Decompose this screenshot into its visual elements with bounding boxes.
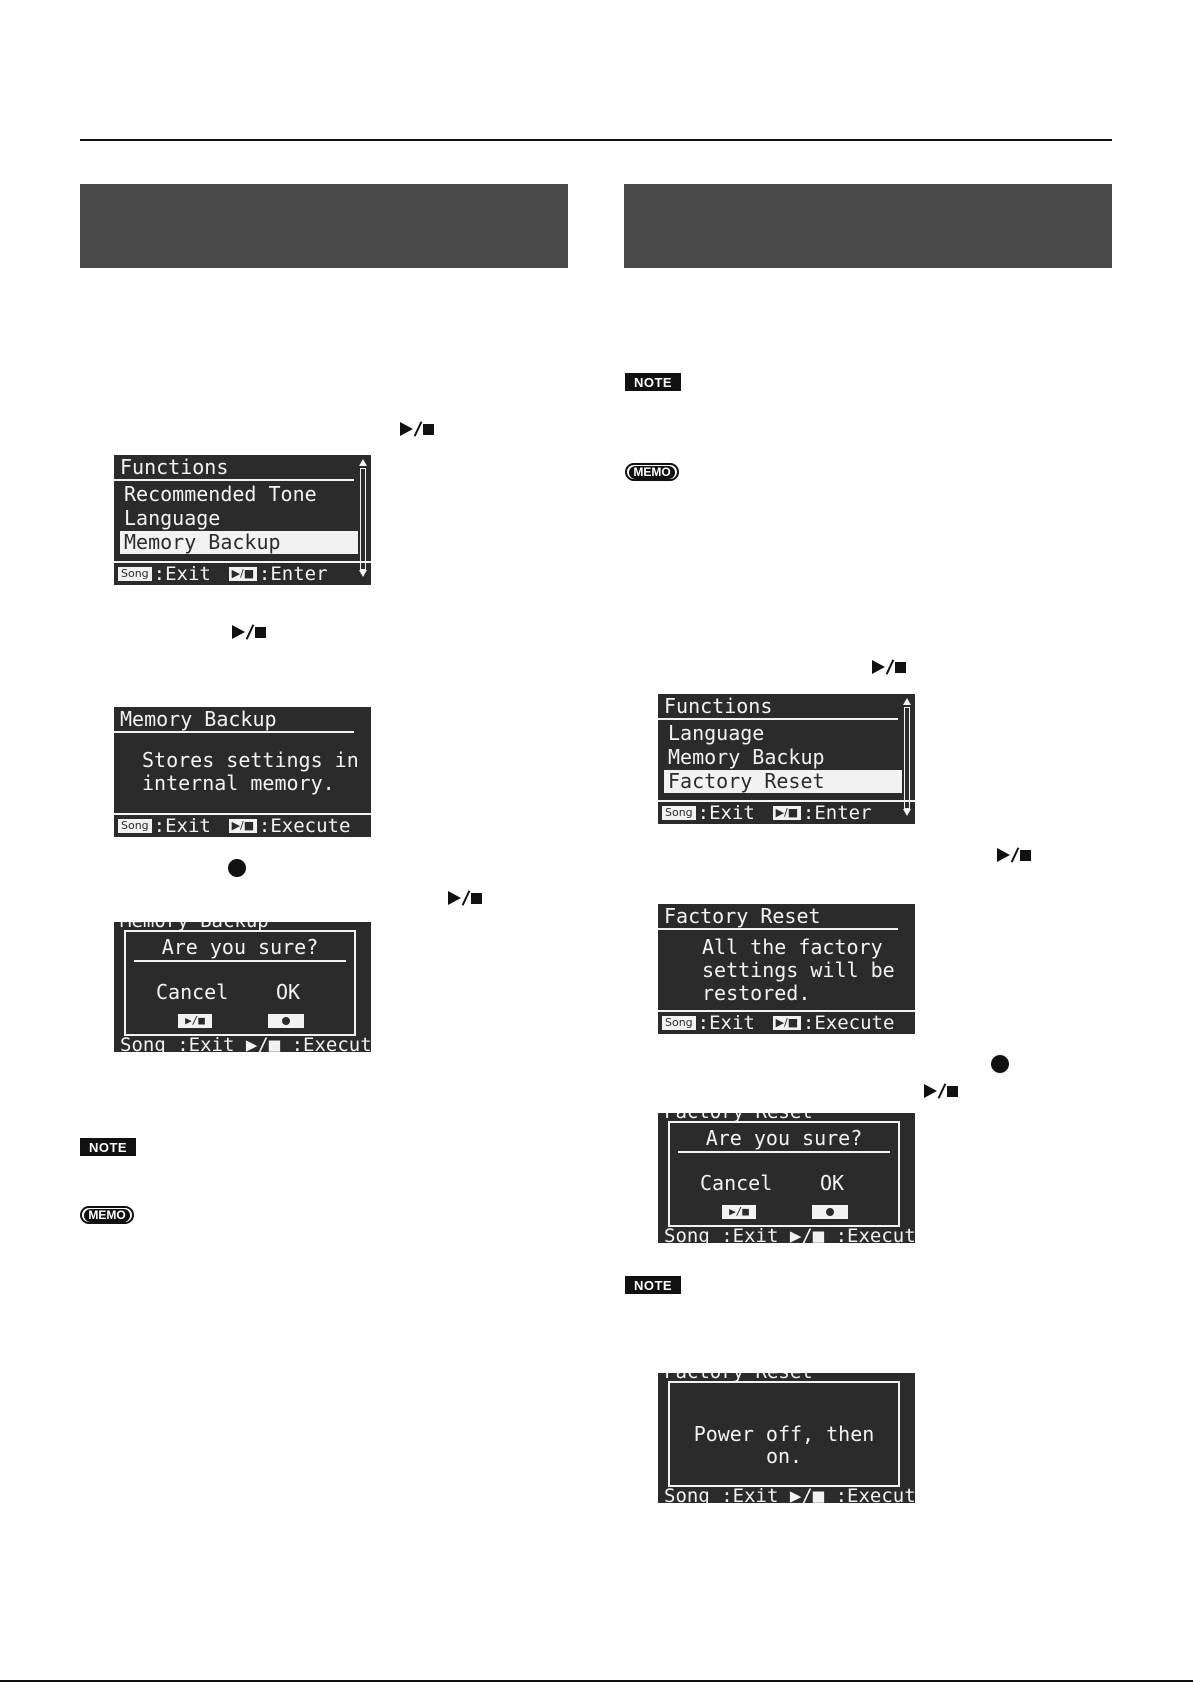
record-dot-icon [228, 859, 246, 877]
lcd-title: Factory Reset [664, 904, 821, 928]
background-footer: Song :Exit ▶/■ :Execute [664, 1485, 915, 1503]
lcd-title-underline [658, 718, 898, 720]
lcd-footer: Song :Exit ▶/■ :Execute [118, 815, 350, 837]
background-title: Memory Backup [120, 922, 269, 932]
background-footer: Song :Exit ▶/■ :Execute [120, 1034, 371, 1052]
lcd-message: Stores settings in internal memory. [142, 748, 359, 795]
confirm-dialog: Are you sure? Cancel OK ▶/■ [668, 1121, 900, 1227]
lcd-title: Functions [120, 455, 229, 479]
dialog-underline [134, 960, 346, 962]
cancel-key-label: ▶/■ [178, 1014, 212, 1028]
background-title: Factory Reset [664, 1113, 813, 1123]
exit-label: :Exit [697, 802, 755, 824]
execute-label: :Execute [258, 815, 351, 837]
menu-item: Language [124, 506, 221, 530]
lcd-footer-line [114, 813, 371, 815]
play-stop-icon [924, 1082, 958, 1100]
ok-key-label [268, 1014, 304, 1028]
lcd-footer: Song :Exit ▶/■ :Enter [662, 802, 872, 824]
ok-option: OK [276, 980, 301, 1004]
scrollbar [359, 459, 367, 577]
cancel-key-label: ▶/■ [722, 1205, 756, 1219]
play-stop-icon [232, 623, 266, 641]
power-off-dialog: Power off, then on. [668, 1381, 900, 1487]
lcd-title-underline [114, 731, 354, 733]
note-badge: NOTE [80, 1138, 136, 1156]
menu-item-selected: Memory Backup [120, 531, 358, 554]
background-title: Factory Reset [664, 1373, 813, 1383]
lcd-title: Memory Backup [120, 707, 277, 731]
exit-label: :Exit [697, 1012, 755, 1034]
play-stop-icon [872, 658, 906, 676]
memo-label: MEMO [84, 1208, 130, 1222]
play-stop-icon [400, 420, 434, 438]
lcd-confirm-screen: Memory Backup Song :Exit ▶/■ :Execute Ar… [114, 922, 371, 1052]
power-off-message: Power off, then on. [693, 1422, 875, 1468]
play-stop-key-label: ▶/■ [772, 806, 801, 820]
menu-item: Recommended Tone [124, 482, 317, 506]
lcd-message: All the factory settings will be restore… [702, 935, 895, 1005]
play-stop-key-label: ▶/■ [772, 1016, 801, 1030]
menu-item: Language [668, 721, 765, 745]
memo-badge: MEMO [80, 1206, 134, 1224]
cancel-option: Cancel [156, 980, 229, 1004]
lcd-title: Functions [664, 694, 773, 718]
record-dot-icon [991, 1055, 1009, 1073]
dialog-underline [678, 1151, 890, 1153]
note-badge: NOTE [625, 1276, 681, 1294]
play-stop-key-label: ▶/■ [228, 819, 257, 833]
lcd-factory-reset-screen: Factory Reset All the factory settings w… [658, 904, 915, 1034]
memo-badge: MEMO [625, 463, 679, 481]
menu-item-selected: Factory Reset [664, 770, 902, 793]
note-badge: NOTE [625, 373, 681, 391]
exit-label: :Exit [153, 563, 211, 585]
lcd-confirm-screen: Factory Reset Song :Exit ▶/■ :Execute Ar… [658, 1113, 915, 1243]
ok-option: OK [820, 1171, 845, 1195]
dialog-question: Are you sure? [705, 1126, 863, 1150]
lcd-title-underline [114, 479, 354, 481]
enter-label: :Enter [802, 802, 872, 824]
section-header-left [80, 184, 568, 268]
record-dot-icon [282, 1017, 290, 1025]
lcd-footer-line [114, 561, 371, 563]
lcd-footer-line [658, 1010, 915, 1012]
confirm-dialog: Are you sure? Cancel OK ▶/■ [124, 930, 356, 1036]
song-key-label: Song [118, 567, 152, 581]
song-key-label: Song [662, 1016, 696, 1030]
cancel-option: Cancel [700, 1171, 773, 1195]
lcd-title-underline [658, 928, 898, 930]
song-key-label: Song [118, 819, 152, 833]
exit-label: :Exit [153, 815, 211, 837]
scrollbar [903, 698, 911, 816]
execute-label: :Execute [802, 1012, 895, 1034]
lcd-footer: Song :Exit ▶/■ :Enter [118, 563, 328, 585]
section-header-right [624, 184, 1112, 268]
lcd-memory-backup-screen: Memory Backup Stores settings in interna… [114, 707, 371, 837]
background-footer: Song :Exit ▶/■ :Execute [664, 1225, 915, 1243]
lcd-functions-screen: Functions Language Memory Backup Factory… [658, 694, 915, 824]
play-stop-icon [997, 846, 1031, 864]
lcd-functions-screen: Functions Recommended Tone Language Memo… [114, 455, 371, 585]
play-stop-icon [448, 889, 482, 907]
menu-item: Memory Backup [668, 745, 825, 769]
enter-label: :Enter [258, 563, 328, 585]
record-dot-icon [826, 1208, 834, 1216]
lcd-footer-line [658, 800, 915, 802]
lcd-power-off-screen: Factory Reset Song :Exit ▶/■ :Execute Po… [658, 1373, 915, 1503]
song-key-label: Song [662, 806, 696, 820]
play-stop-key-label: ▶/■ [228, 567, 257, 581]
ok-key-label [812, 1205, 848, 1219]
bottom-rule [0, 1680, 1193, 1682]
dialog-question: Are you sure? [161, 935, 319, 959]
memo-label: MEMO [629, 465, 675, 479]
lcd-footer: Song :Exit ▶/■ :Execute [662, 1012, 894, 1034]
top-rule [80, 139, 1112, 141]
